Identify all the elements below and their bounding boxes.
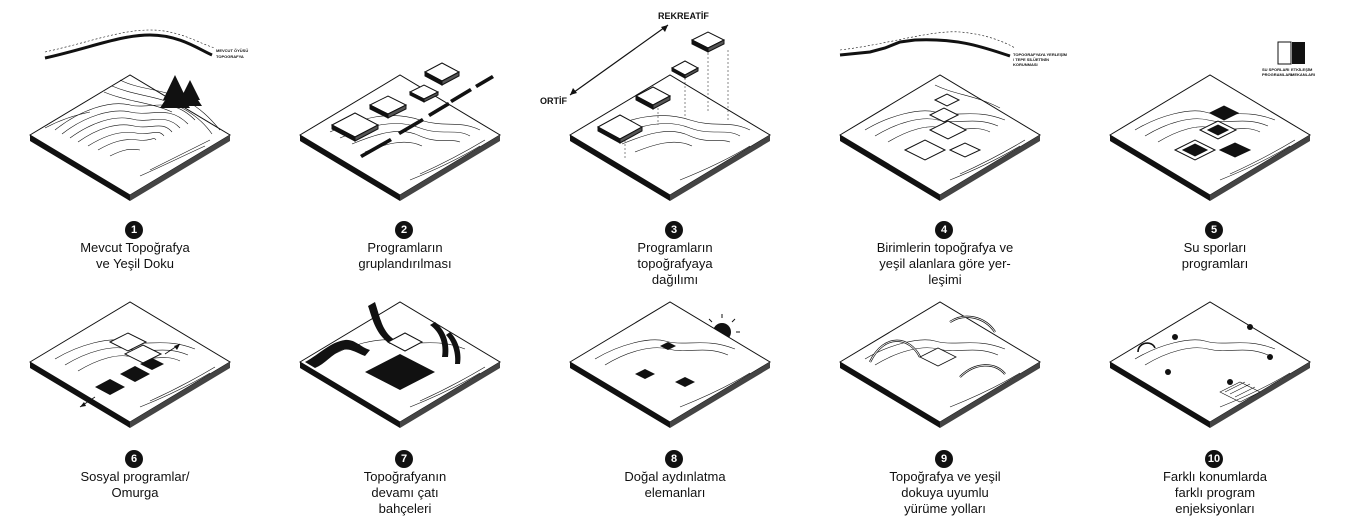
- step-9-panel: 9 Topoğrafya ve yeşil dokuya uyumlu yürü…: [810, 262, 1080, 524]
- legend-su-sporlari-2: PROGRAMLARI: [1262, 72, 1292, 77]
- step-3-panel: REKREATİF SPORTİF: [540, 0, 810, 287]
- step-number: 3: [665, 221, 683, 239]
- legend-su-sporlari-1: SU SPORLARI: [1262, 67, 1289, 72]
- step-9-diagram: [839, 301, 1041, 428]
- step-10-panel: 10 Farklı konumlarda farklı program enje…: [1080, 262, 1350, 524]
- step-2-diagram: [299, 62, 501, 201]
- step-3-diagram: REKREATİF SPORTİF: [540, 11, 771, 201]
- step-number: 4: [935, 221, 953, 239]
- step-7-panel: 7 Topoğrafyanın devamı çatı bahçeleri: [270, 262, 540, 524]
- step-number: 9: [935, 450, 953, 468]
- tree-icon: [160, 75, 202, 108]
- step-caption: Sosyal programlar/ Omurga: [80, 469, 190, 500]
- legend-etkilesim-2: MEKANLARI: [1291, 72, 1315, 77]
- step-caption: Topoğrafya ve yeşil dokuya uyumlu yürüme…: [889, 469, 1001, 516]
- step-5-diagram: SU SPORLARI PROGRAMLARI ETKİLEŞİM MEKANL…: [1109, 41, 1315, 201]
- step-caption: Doğal aydınlatma elemanları: [624, 469, 726, 500]
- step-number: 6: [125, 450, 143, 468]
- step-1-diagram: MEVCUT ÖYÜSÜ TOPOGRAFYA: [29, 29, 248, 201]
- profile-label-topografya: TOPOGRAFYA: [216, 54, 244, 59]
- step-8-panel: 8 Doğal aydınlatma elemanları: [540, 262, 810, 524]
- step-8-diagram: [569, 301, 771, 428]
- step-caption: Farklı konumlarda farklı program enjeksi…: [1162, 469, 1268, 516]
- profile-label-2: / TEPE SİLÜETİNİN: [1013, 57, 1049, 62]
- step-number: 10: [1205, 450, 1223, 468]
- profile-label-3: KORUNMASI: [1013, 62, 1038, 67]
- step-1-panel: MEVCUT ÖYÜSÜ TOPOGRAFYA: [0, 0, 270, 271]
- step-6-diagram: [29, 301, 231, 428]
- step-number: 5: [1205, 221, 1223, 239]
- step-caption: Programların topoğrafyaya dağılımı: [637, 240, 713, 287]
- step-number: 8: [665, 450, 683, 468]
- profile-label-1: TOPOGRAFYAYA YERLEŞİM: [1013, 52, 1068, 57]
- step-caption: Programların gruplandırılması: [358, 240, 452, 271]
- step-5-panel: SU SPORLARI PROGRAMLARI ETKİLEŞİM MEKANL…: [1080, 0, 1350, 271]
- profile-label-top: MEVCUT ÖYÜSÜ: [216, 48, 248, 53]
- step-number: 2: [395, 221, 413, 239]
- step-caption: Mevcut Topoğrafya ve Yeşil Doku: [80, 240, 190, 271]
- sportif-label: SPORTİF: [540, 96, 568, 106]
- rekreatif-label: REKREATİF: [658, 11, 709, 21]
- step-number: 7: [395, 450, 413, 468]
- step-caption: Birimlerin topoğrafya ve yeşil alanlara …: [876, 240, 1014, 287]
- step-caption: Su sporları programları: [1181, 240, 1249, 271]
- step-10-diagram: [1109, 301, 1311, 428]
- step-7-diagram: [299, 301, 501, 428]
- step-6-panel: 6 Sosyal programlar/ Omurga: [0, 262, 270, 524]
- step-caption: Topoğrafyanın devamı çatı bahçeleri: [363, 469, 447, 516]
- step-4-panel: TOPOGRAFYAYA YERLEŞİM / TEPE SİLÜETİNİN …: [810, 0, 1080, 287]
- step-2-panel: 2 Programların gruplandırılması: [270, 0, 540, 271]
- legend-etkilesim-1: ETKİLEŞİM: [1291, 67, 1313, 72]
- step-4-diagram: TOPOGRAFYAYA YERLEŞİM / TEPE SİLÜETİNİN …: [839, 31, 1068, 201]
- step-number: 1: [125, 221, 143, 239]
